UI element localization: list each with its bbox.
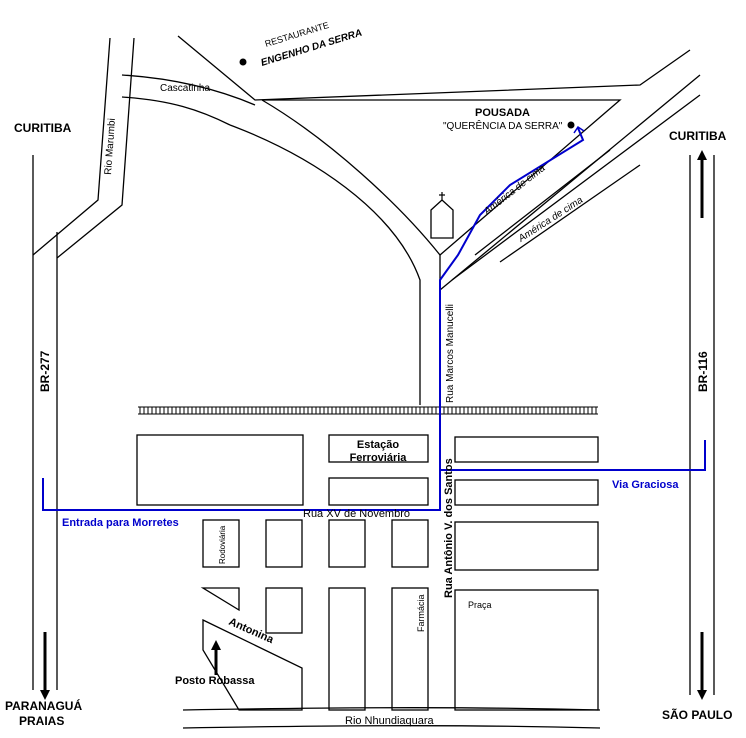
city-blocks xyxy=(136,434,599,711)
farmacia-label: Farmácia xyxy=(416,594,426,632)
city-paranagua: PARANAGUÁ xyxy=(5,698,82,713)
rio-marumbi-label: Rio Marumbi xyxy=(103,118,118,175)
arrow-up-curitiba-icon xyxy=(697,150,707,218)
city-sao-paulo: SÃO PAULO xyxy=(662,707,732,722)
highway-br-277-label: BR-277 xyxy=(38,350,52,392)
city-curitiba-left: CURITIBA xyxy=(14,121,72,135)
cascatinha-label: Cascatinha xyxy=(160,83,210,94)
city-curitiba-right: CURITIBA xyxy=(669,129,727,143)
entrada-morretes-label: Entrada para Morretes xyxy=(62,517,179,529)
rio-nhundiaquara xyxy=(182,707,601,729)
city-praias: PRAIAS xyxy=(19,714,64,728)
pousada-marker-icon xyxy=(567,121,575,129)
rua-xv-label: Rua XV de Novembro xyxy=(303,508,410,520)
railway xyxy=(138,406,598,415)
praca-block xyxy=(454,589,599,711)
highway-br-277 xyxy=(32,155,58,690)
praca-label: Praça xyxy=(468,600,492,610)
pousada-label-line1: POUSADA xyxy=(475,107,530,119)
posto-robassa-label: Posto Robassa xyxy=(175,675,255,687)
restaurante-marker-icon xyxy=(239,58,247,66)
rio-marumbi-road xyxy=(32,37,135,259)
route-path xyxy=(42,125,706,511)
farmacia-block xyxy=(391,587,429,711)
arrow-up-posto-icon xyxy=(211,640,221,675)
rio-nhundiaquara-label: Rio Nhundiaquara xyxy=(345,715,435,727)
highway-br-116-label: BR-116 xyxy=(696,351,710,392)
arrow-down-paranagua-icon xyxy=(40,632,50,700)
america-de-cima-label-2: América de cima xyxy=(516,194,586,245)
church-icon xyxy=(430,192,454,239)
highway-br-116 xyxy=(689,155,715,695)
estacao-label-line1: Estação xyxy=(357,439,399,451)
rodoviaria-block xyxy=(202,519,240,568)
pousada-label-line2: "QUERÊNCIA DA SERRA" xyxy=(443,119,563,132)
rodoviaria-label: Rodoviária xyxy=(218,525,227,564)
estacao-block xyxy=(328,434,429,463)
america-de-cima-road xyxy=(474,149,641,263)
rua-antonio-label: Rua Antônio V. dos Santos xyxy=(443,458,455,598)
estacao-label-line2: Ferroviária xyxy=(350,452,408,464)
arrow-down-sao-paulo-icon xyxy=(697,632,707,700)
rua-marcos-manucelli-label: Rua Marcos Manucelli xyxy=(445,304,456,403)
cascatinha-road xyxy=(121,74,256,126)
via-graciosa-label: Via Graciosa xyxy=(612,479,679,491)
